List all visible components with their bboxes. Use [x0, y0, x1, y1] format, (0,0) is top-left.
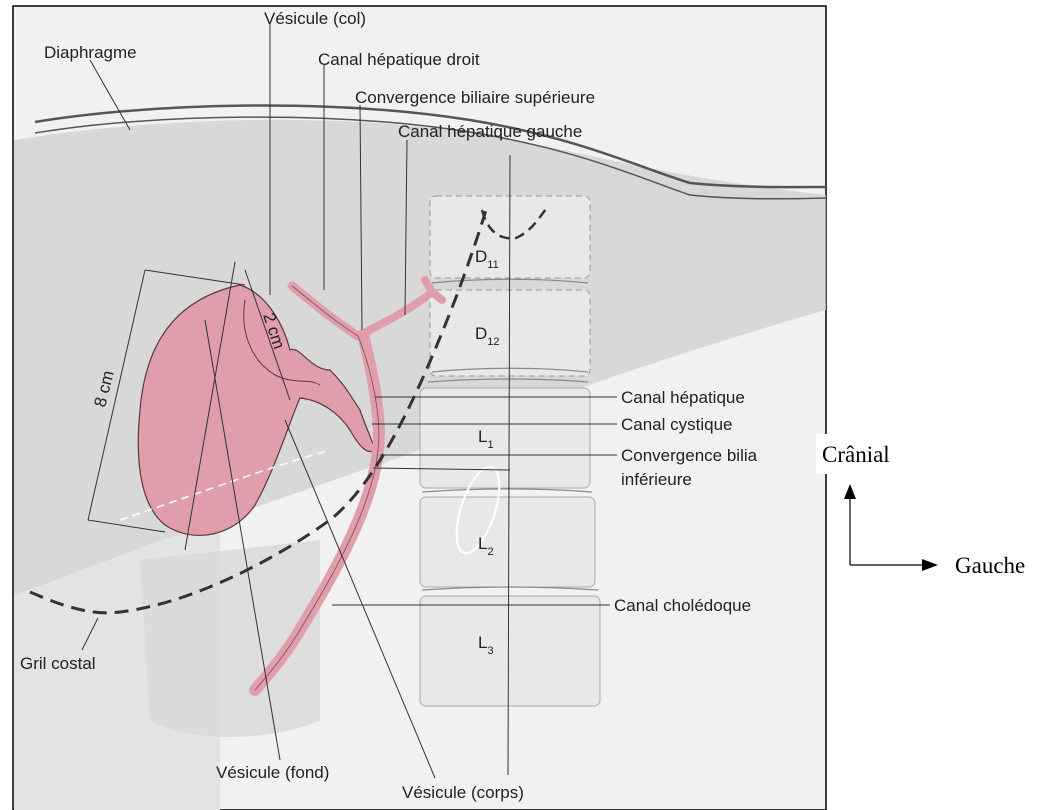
- label-canal-choledoque: Canal cholédoque: [614, 596, 751, 615]
- label-canal-cystique: Canal cystique: [621, 415, 733, 434]
- orientation-arrows: [844, 484, 938, 571]
- vertebra-l2: [420, 497, 595, 587]
- orientation-right-arrowhead: [922, 559, 938, 571]
- vertebra-l1: [420, 388, 590, 488]
- orientation-right-label: Gauche: [955, 553, 1025, 578]
- label-gril-costal: Gril costal: [20, 654, 96, 673]
- label-convergence-inf-line2: inférieure: [621, 470, 692, 489]
- orientation-up-arrowhead: [844, 484, 856, 499]
- label-convergence-sup: Convergence biliaire supérieure: [355, 88, 595, 107]
- vertebra-l3: [420, 596, 600, 706]
- label-canal-hepatique-gauche: Canal hépatique gauche: [398, 122, 582, 141]
- orientation-up-label: Crânial: [822, 442, 890, 467]
- label-canal-hepatique: Canal hépatique: [621, 388, 745, 407]
- label-canal-hepatique-droit: Canal hépatique droit: [318, 50, 480, 69]
- label-vesicule-fond: Vésicule (fond): [216, 763, 329, 782]
- label-diaphragme: Diaphragme: [44, 43, 137, 62]
- label-vesicule-col: Vésicule (col): [264, 9, 366, 28]
- label-vesicule-corps: Vésicule (corps): [402, 783, 524, 802]
- label-convergence-inf-line1: Convergence bilia: [621, 446, 758, 465]
